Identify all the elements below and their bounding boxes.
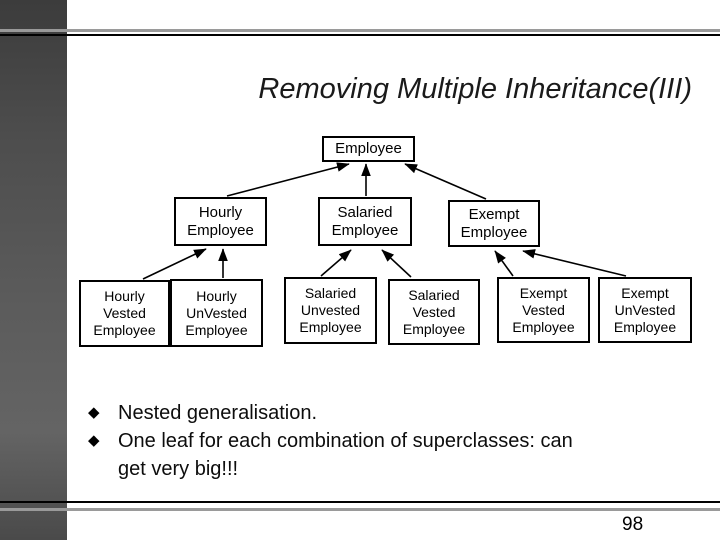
arrow-hourly-to-employee bbox=[226, 162, 350, 197]
arrow-hourly-vested-to-hourly bbox=[142, 248, 207, 280]
node-label-line: Employee bbox=[402, 320, 466, 337]
sidebar-gradient-decoration bbox=[0, 0, 67, 540]
node-label-line: Employee bbox=[613, 318, 677, 335]
node-label-line: Vested bbox=[522, 301, 565, 318]
node-hourly-employee: Hourly Employee bbox=[174, 197, 267, 246]
node-label-line: Hourly bbox=[196, 287, 237, 304]
node-label-line: Vested bbox=[412, 303, 456, 320]
top-gray-rule bbox=[0, 29, 720, 32]
node-label-line: Hourly bbox=[104, 288, 145, 304]
node-salaried-vested-employee: Salaried Vested Employee bbox=[388, 279, 480, 345]
node-exempt-vested-employee: Exempt Vested Employee bbox=[497, 277, 590, 343]
node-salaried-unvested-employee: Salaried Unvested Employee bbox=[284, 277, 377, 344]
node-label-line: Exempt bbox=[519, 284, 568, 301]
bottom-gray-rule bbox=[0, 508, 720, 511]
bullet-item: ◆ Nested generalisation. bbox=[88, 399, 678, 427]
node-exempt-unvested-employee: Exempt UnVested Employee bbox=[598, 277, 692, 343]
arrow-salaried-unvested-to-salaried bbox=[320, 249, 352, 277]
node-label-line: Hourly bbox=[198, 203, 243, 221]
diamond-bullet-icon: ◆ bbox=[88, 404, 100, 421]
node-label-line: Employee bbox=[512, 318, 575, 335]
bullet-text-line: Nested generalisation. bbox=[118, 402, 318, 424]
node-label-line: Employee bbox=[460, 223, 528, 241]
node-exempt-employee: Exempt Employee bbox=[448, 200, 540, 247]
arrow-exempt-to-employee bbox=[404, 163, 487, 200]
arrow-salaried-vested-to-salaried bbox=[381, 249, 412, 278]
bullet-list: ◆ Nested generalisation. ◆ One leaf for … bbox=[88, 399, 678, 483]
node-salaried-employee: Salaried Employee bbox=[318, 197, 412, 246]
node-hourly-unvested-employee: Hourly UnVested Employee bbox=[170, 279, 263, 347]
node-label-line: Vested bbox=[103, 305, 146, 321]
bullet-text-line: One leaf for each combination of supercl… bbox=[118, 430, 573, 452]
node-label-line: Exempt bbox=[621, 284, 669, 301]
node-label-line: Exempt bbox=[468, 205, 520, 223]
page-number: 98 bbox=[622, 514, 644, 535]
node-label-line: Employee bbox=[331, 221, 399, 239]
node-label-line: Employee bbox=[185, 321, 248, 338]
slide-title: Removing Multiple Inheritance(III) bbox=[258, 73, 692, 105]
node-label-line: UnVested bbox=[186, 304, 247, 321]
node-label-line: Salaried bbox=[337, 203, 393, 221]
arrow-exempt-vested-to-exempt bbox=[494, 250, 514, 277]
node-label-line: Employee bbox=[93, 322, 156, 338]
node-employee: Employee bbox=[322, 136, 415, 162]
bullet-text-line: get very big!!! bbox=[118, 458, 239, 480]
node-label-line: Employee bbox=[335, 140, 402, 157]
bullet-item: ◆ One leaf for each combination of super… bbox=[88, 427, 678, 483]
node-hourly-vested-employee: Hourly Vested Employee bbox=[79, 280, 170, 347]
arrow-exempt-unvested-to-exempt bbox=[522, 249, 627, 277]
bottom-black-rule bbox=[0, 501, 720, 503]
diamond-bullet-icon: ◆ bbox=[88, 432, 100, 449]
node-label-line: UnVested bbox=[614, 301, 676, 318]
node-label-line: Salaried bbox=[408, 286, 460, 303]
node-label-line: Salaried bbox=[304, 285, 357, 301]
node-label-line: Employee bbox=[187, 221, 254, 239]
top-black-rule bbox=[0, 34, 720, 36]
node-label-line: Unvested bbox=[300, 302, 361, 318]
node-label-line: Employee bbox=[299, 319, 362, 335]
